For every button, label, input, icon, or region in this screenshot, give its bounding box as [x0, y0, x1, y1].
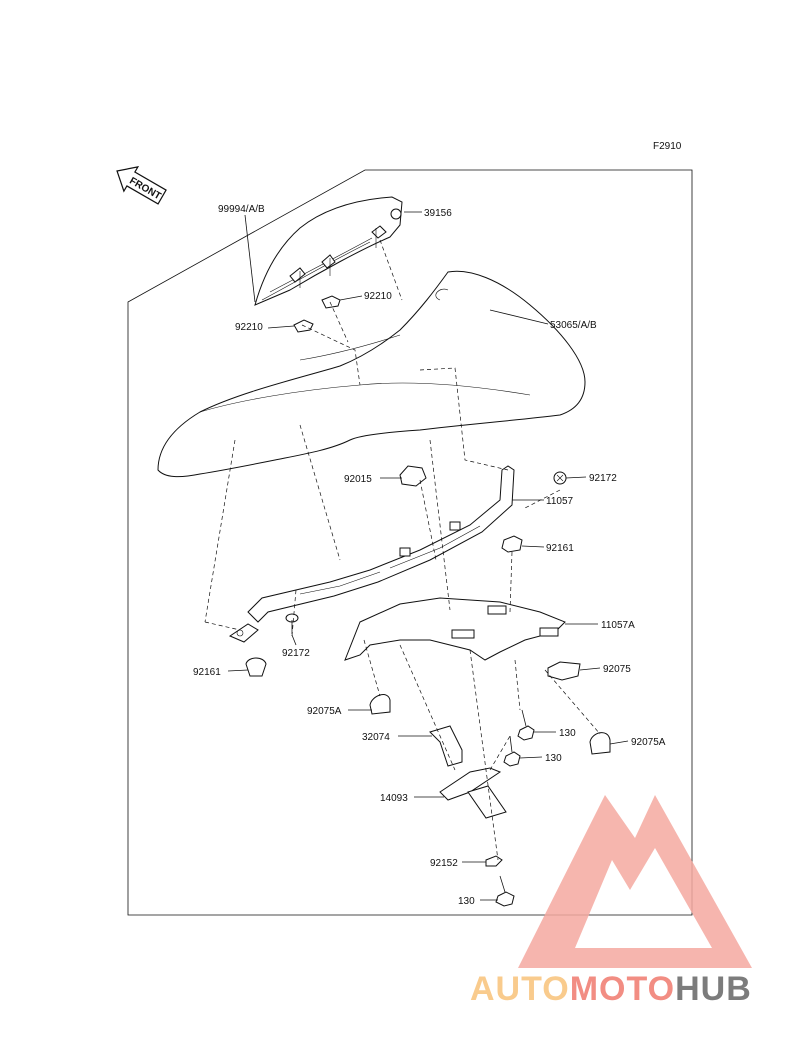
- callout-130-a: 130: [559, 728, 576, 739]
- callout-130-b: 130: [545, 753, 562, 764]
- callout-92210-a: 92210: [364, 291, 392, 302]
- bolt-130-c: [495, 875, 515, 907]
- callout-92015: 92015: [344, 474, 372, 485]
- front-arrow-icon: FRONT: [116, 166, 167, 205]
- bracket-11057-part: [228, 465, 515, 643]
- callout-92152: 92152: [430, 858, 458, 869]
- leader-lines: [227, 211, 629, 901]
- cover-14093-part: [439, 767, 507, 819]
- watermark-triangle-icon: [518, 795, 752, 968]
- callout-99994: 99994/A/B: [218, 204, 265, 215]
- screw-92172-b: [285, 613, 299, 634]
- callout-92172-b: 92172: [282, 648, 310, 659]
- seat-cowl-part: [254, 196, 403, 306]
- callout-92161-b: 92161: [193, 667, 221, 678]
- callout-92075a-a: 92075A: [307, 706, 342, 717]
- damper-92210-b: [321, 295, 341, 309]
- bracket-11057a-part: [344, 597, 566, 661]
- watermark-text-moto: MOTO: [570, 970, 675, 1008]
- callout-32074: 32074: [362, 732, 390, 743]
- diagram-frame: [127, 169, 693, 916]
- callout-11057: 11057: [546, 496, 574, 507]
- grommet-92161-a: [501, 535, 523, 553]
- washer-92152: [485, 855, 503, 867]
- callout-92210-b: 92210: [235, 322, 263, 333]
- seat-part: [157, 270, 586, 478]
- rubber-92075: [547, 661, 581, 681]
- callout-130-c: 130: [458, 896, 475, 907]
- rubber-92075a-a: [369, 694, 391, 715]
- rubber-92075a-b: [589, 732, 611, 755]
- plate-32074: [429, 725, 463, 767]
- callout-39156: 39156: [424, 208, 452, 219]
- bolt-130-b: [503, 735, 521, 767]
- callout-92172-a: 92172: [589, 473, 617, 484]
- callout-53065: 53065/A/B: [550, 320, 597, 331]
- figure-code: F2910: [653, 141, 682, 152]
- callout-labels: 99994/A/B 39156 92210 92210 53065/A/B 92…: [193, 204, 666, 907]
- callout-14093: 14093: [380, 793, 408, 804]
- watermark-logo: AUTOMOTOHUB: [470, 795, 752, 1008]
- callout-92075a-b: 92075A: [631, 737, 666, 748]
- screw-92172-a: [553, 471, 567, 485]
- bolt-130-a: [517, 709, 535, 741]
- watermark-text-auto: AUTO: [470, 970, 570, 1008]
- callout-92075: 92075: [603, 664, 631, 675]
- watermark-text-hub: HUB: [675, 970, 752, 1008]
- callout-92161-a: 92161: [546, 543, 574, 554]
- nut-92015: [399, 465, 427, 487]
- svg-text:AUTOMOTOHUB: AUTOMOTOHUB: [470, 970, 752, 1008]
- callout-11057a: 11057A: [601, 620, 635, 631]
- grommet-92161-b: [245, 657, 267, 677]
- assembly-guide-lines: [204, 239, 601, 861]
